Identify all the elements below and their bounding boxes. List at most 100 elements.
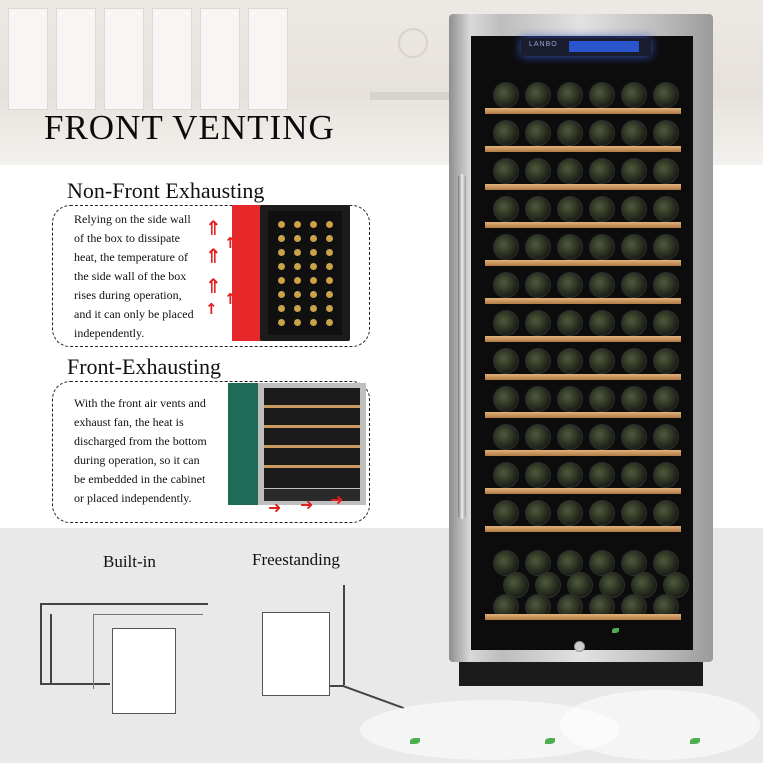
- text-line: discharged from the bottom: [74, 434, 207, 448]
- bottle-icon: [493, 386, 519, 412]
- bottle-icon: [557, 550, 583, 576]
- bottle-icon: [535, 572, 561, 598]
- bottle-icon: [326, 277, 333, 284]
- bottle-icon: [326, 319, 333, 326]
- bottle-icon: [525, 82, 551, 108]
- bottle-icon: [621, 500, 647, 526]
- bottle-icon: [278, 235, 285, 242]
- bottle-icon: [621, 348, 647, 374]
- bottle-icon: [493, 310, 519, 336]
- bottle-icon: [493, 120, 519, 146]
- room-window: [200, 8, 240, 110]
- bottle-icon: [653, 550, 679, 576]
- bottle-icon: [557, 462, 583, 488]
- bottle-icon: [589, 386, 615, 412]
- bottle-icon: [310, 263, 317, 270]
- bottle-icon: [653, 500, 679, 526]
- bottle-icon: [294, 291, 301, 298]
- wooden-shelf: [485, 412, 681, 418]
- bottle-icon: [557, 424, 583, 450]
- leaf-icon: [690, 738, 700, 744]
- door-handle: [458, 174, 466, 519]
- room-window: [8, 8, 48, 110]
- bottle-icon: [525, 272, 551, 298]
- pendant-lamp: [398, 28, 428, 58]
- bottle-icon: [621, 462, 647, 488]
- bottle-icon: [621, 158, 647, 184]
- front-heading: Front-Exhausting: [67, 354, 221, 379]
- bottle-icon: [525, 348, 551, 374]
- bottle-icon: [557, 82, 583, 108]
- bottle-icon: [525, 500, 551, 526]
- bottle-icon: [493, 82, 519, 108]
- bottle-icon: [310, 235, 317, 242]
- non-front-heading: Non-Front Exhausting: [67, 178, 265, 203]
- wooden-shelf: [485, 146, 681, 152]
- built-in-label: Built-in: [103, 552, 156, 571]
- bottle-icon: [294, 235, 301, 242]
- bottle-icon: [310, 319, 317, 326]
- bottle-icon: [294, 249, 301, 256]
- bottle-icon: [278, 277, 285, 284]
- bottle-icon: [326, 305, 333, 312]
- brand-logo: LANBO: [529, 41, 558, 48]
- text-line: Relying on the side wall: [74, 212, 191, 226]
- bottle-icon: [653, 462, 679, 488]
- bottle-icon: [589, 234, 615, 260]
- wooden-shelf: [485, 108, 681, 114]
- bottle-icon: [278, 249, 285, 256]
- bottle-icon: [525, 386, 551, 412]
- wooden-shelf: [485, 488, 681, 494]
- bottle-icon: [653, 234, 679, 260]
- heat-up-arrow-icon: ⇑: [205, 216, 222, 240]
- text-line: be embedded in the cabinet: [74, 472, 206, 486]
- wooden-shelf: [485, 260, 681, 266]
- bottle-icon: [557, 272, 583, 298]
- bottle-icon: [557, 234, 583, 260]
- exhaust-arrow-icon: ➜: [330, 490, 344, 509]
- room-window: [104, 8, 144, 110]
- bottle-icon: [294, 319, 301, 326]
- bottle-icon: [653, 82, 679, 108]
- bottle-icon: [503, 572, 529, 598]
- bottle-icon: [294, 277, 301, 284]
- bottle-icon: [493, 424, 519, 450]
- bottle-icon: [493, 550, 519, 576]
- bottle-icon: [567, 572, 593, 598]
- freestanding-label: Freestanding: [252, 550, 340, 569]
- front-vent-fridge-image: [228, 383, 368, 513]
- bottle-icon: [589, 500, 615, 526]
- bottle-icon: [621, 310, 647, 336]
- wooden-shelf: [485, 450, 681, 456]
- leaf-icon: [410, 738, 420, 744]
- exhaust-arrow-icon: ➜: [268, 498, 282, 517]
- text-line: of the box to dissipate: [74, 231, 180, 245]
- leaf-icon: [545, 738, 555, 744]
- text-line: With the front air vents and: [74, 396, 206, 410]
- bottle-icon: [310, 221, 317, 228]
- leaf-icon: [612, 628, 619, 633]
- text-line: the side wall of the box: [74, 269, 187, 283]
- bottle-icon: [525, 158, 551, 184]
- non-front-text: Relying on the side wall of the box to d…: [74, 210, 194, 343]
- bottle-icon: [653, 348, 679, 374]
- bottle-icon: [493, 462, 519, 488]
- bottle-icon: [278, 263, 285, 270]
- bottle-icon: [557, 348, 583, 374]
- bottle-icon: [326, 291, 333, 298]
- wooden-shelf: [485, 298, 681, 304]
- heat-up-arrow-icon: ⇑: [205, 274, 222, 298]
- bottle-icon: [589, 550, 615, 576]
- bottle-icon: [653, 272, 679, 298]
- bottle-icon: [631, 572, 657, 598]
- bottle-icon: [310, 291, 317, 298]
- wooden-shelf: [485, 222, 681, 228]
- bottle-icon: [493, 234, 519, 260]
- bottle-icon: [663, 572, 689, 598]
- bottle-icon: [326, 221, 333, 228]
- bottle-icon: [589, 82, 615, 108]
- wooden-shelf: [485, 526, 681, 532]
- bottle-icon: [621, 386, 647, 412]
- bottle-icon: [278, 291, 285, 298]
- bottle-icon: [589, 424, 615, 450]
